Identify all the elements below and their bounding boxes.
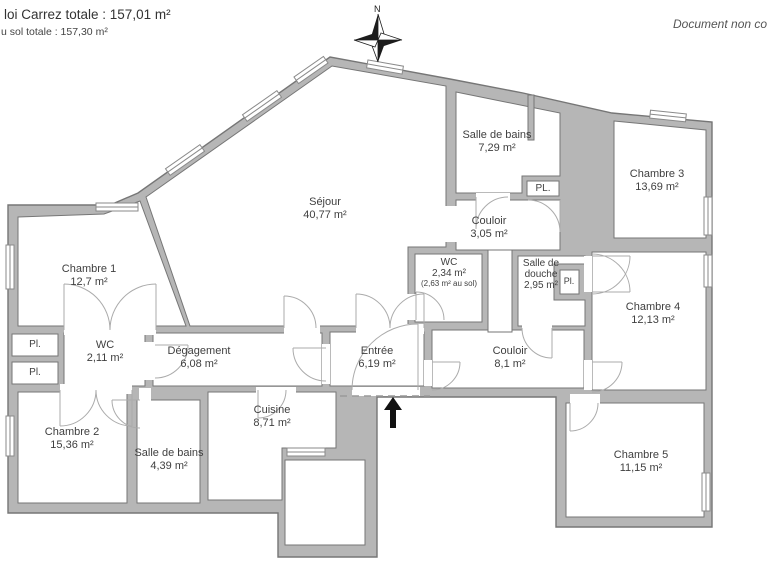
- compass-icon: N: [353, 4, 403, 63]
- room-label-chambre3: Chambre 3 13,69 m²: [629, 168, 685, 193]
- room-label-degagement: Dégagement 6,08 m²: [167, 345, 231, 370]
- room-annexe: [284, 459, 366, 546]
- room-chambre4: [591, 251, 707, 391]
- entrance-arrow-icon: [384, 397, 402, 428]
- room-degagement: [152, 332, 323, 387]
- room-salle-de-bains-2: [136, 399, 201, 504]
- closet-label-douche: Pl.: [563, 276, 575, 286]
- room-chambre2: [17, 391, 128, 504]
- carrez-area-total: loi Carrez totale : 157,01 m²: [4, 7, 171, 22]
- closet-label-couloir: PL.: [535, 183, 551, 194]
- door-swings: [59, 196, 631, 432]
- room-chambre5: [565, 402, 705, 518]
- room-label-salle-de-bains-2: Salle de bains 4,39 m²: [134, 447, 204, 472]
- room-label-salle-de-bains-1: Salle de bains 7,29 m²: [462, 129, 532, 154]
- room-entree: [329, 331, 425, 387]
- closet-left-1: [11, 333, 59, 357]
- closet-left-2: [11, 361, 59, 385]
- room-label-chambre2: Chambre 2 15,36 m²: [44, 426, 100, 451]
- room-label-wc2: WC 2,11 m²: [86, 339, 124, 364]
- wall-stub: [527, 94, 535, 141]
- floor-area-total: u sol totale : 157,30 m²: [1, 26, 108, 38]
- room-label-chambre1: Chambre 1 12,7 m²: [61, 263, 117, 288]
- room-label-chambre5: Chambre 5 11,15 m²: [613, 449, 669, 474]
- closet-label-left-2: Pl.: [29, 367, 41, 378]
- room-chambre1: [17, 200, 187, 327]
- room-label-sejour: Séjour 40,77 m²: [303, 196, 347, 221]
- room-chambre3: [613, 120, 707, 239]
- compass-north-label: N: [374, 4, 381, 14]
- disclaimer-text: Document non co: [673, 17, 768, 31]
- window: [5, 55, 713, 512]
- room-label-couloir-1: Couloir 3,05 m²: [470, 215, 508, 240]
- room-label-couloir-2: Couloir 8,1 m²: [492, 345, 528, 370]
- room-label-entree: Entrée 6,19 m²: [358, 345, 396, 370]
- room-wc1: [414, 253, 483, 323]
- room-label-chambre4: Chambre 4 12,13 m²: [625, 301, 681, 326]
- closet-label-left-1: Pl.: [29, 339, 41, 350]
- room-sejour: [145, 65, 447, 327]
- room-cuisine: [207, 391, 337, 501]
- room-couloir-1-passage: [487, 249, 513, 333]
- room-label-salle-de-douche: Salle de douche 2,95 m²: [522, 258, 560, 291]
- closet-couloir: [526, 180, 560, 197]
- room-couloir-1: [455, 199, 561, 251]
- room-label-cuisine: Cuisine 8,71 m²: [253, 404, 291, 429]
- room-label-wc1: WC 2,34 m² (2,63 m² au sol): [420, 257, 478, 288]
- closet-douche: [559, 269, 580, 295]
